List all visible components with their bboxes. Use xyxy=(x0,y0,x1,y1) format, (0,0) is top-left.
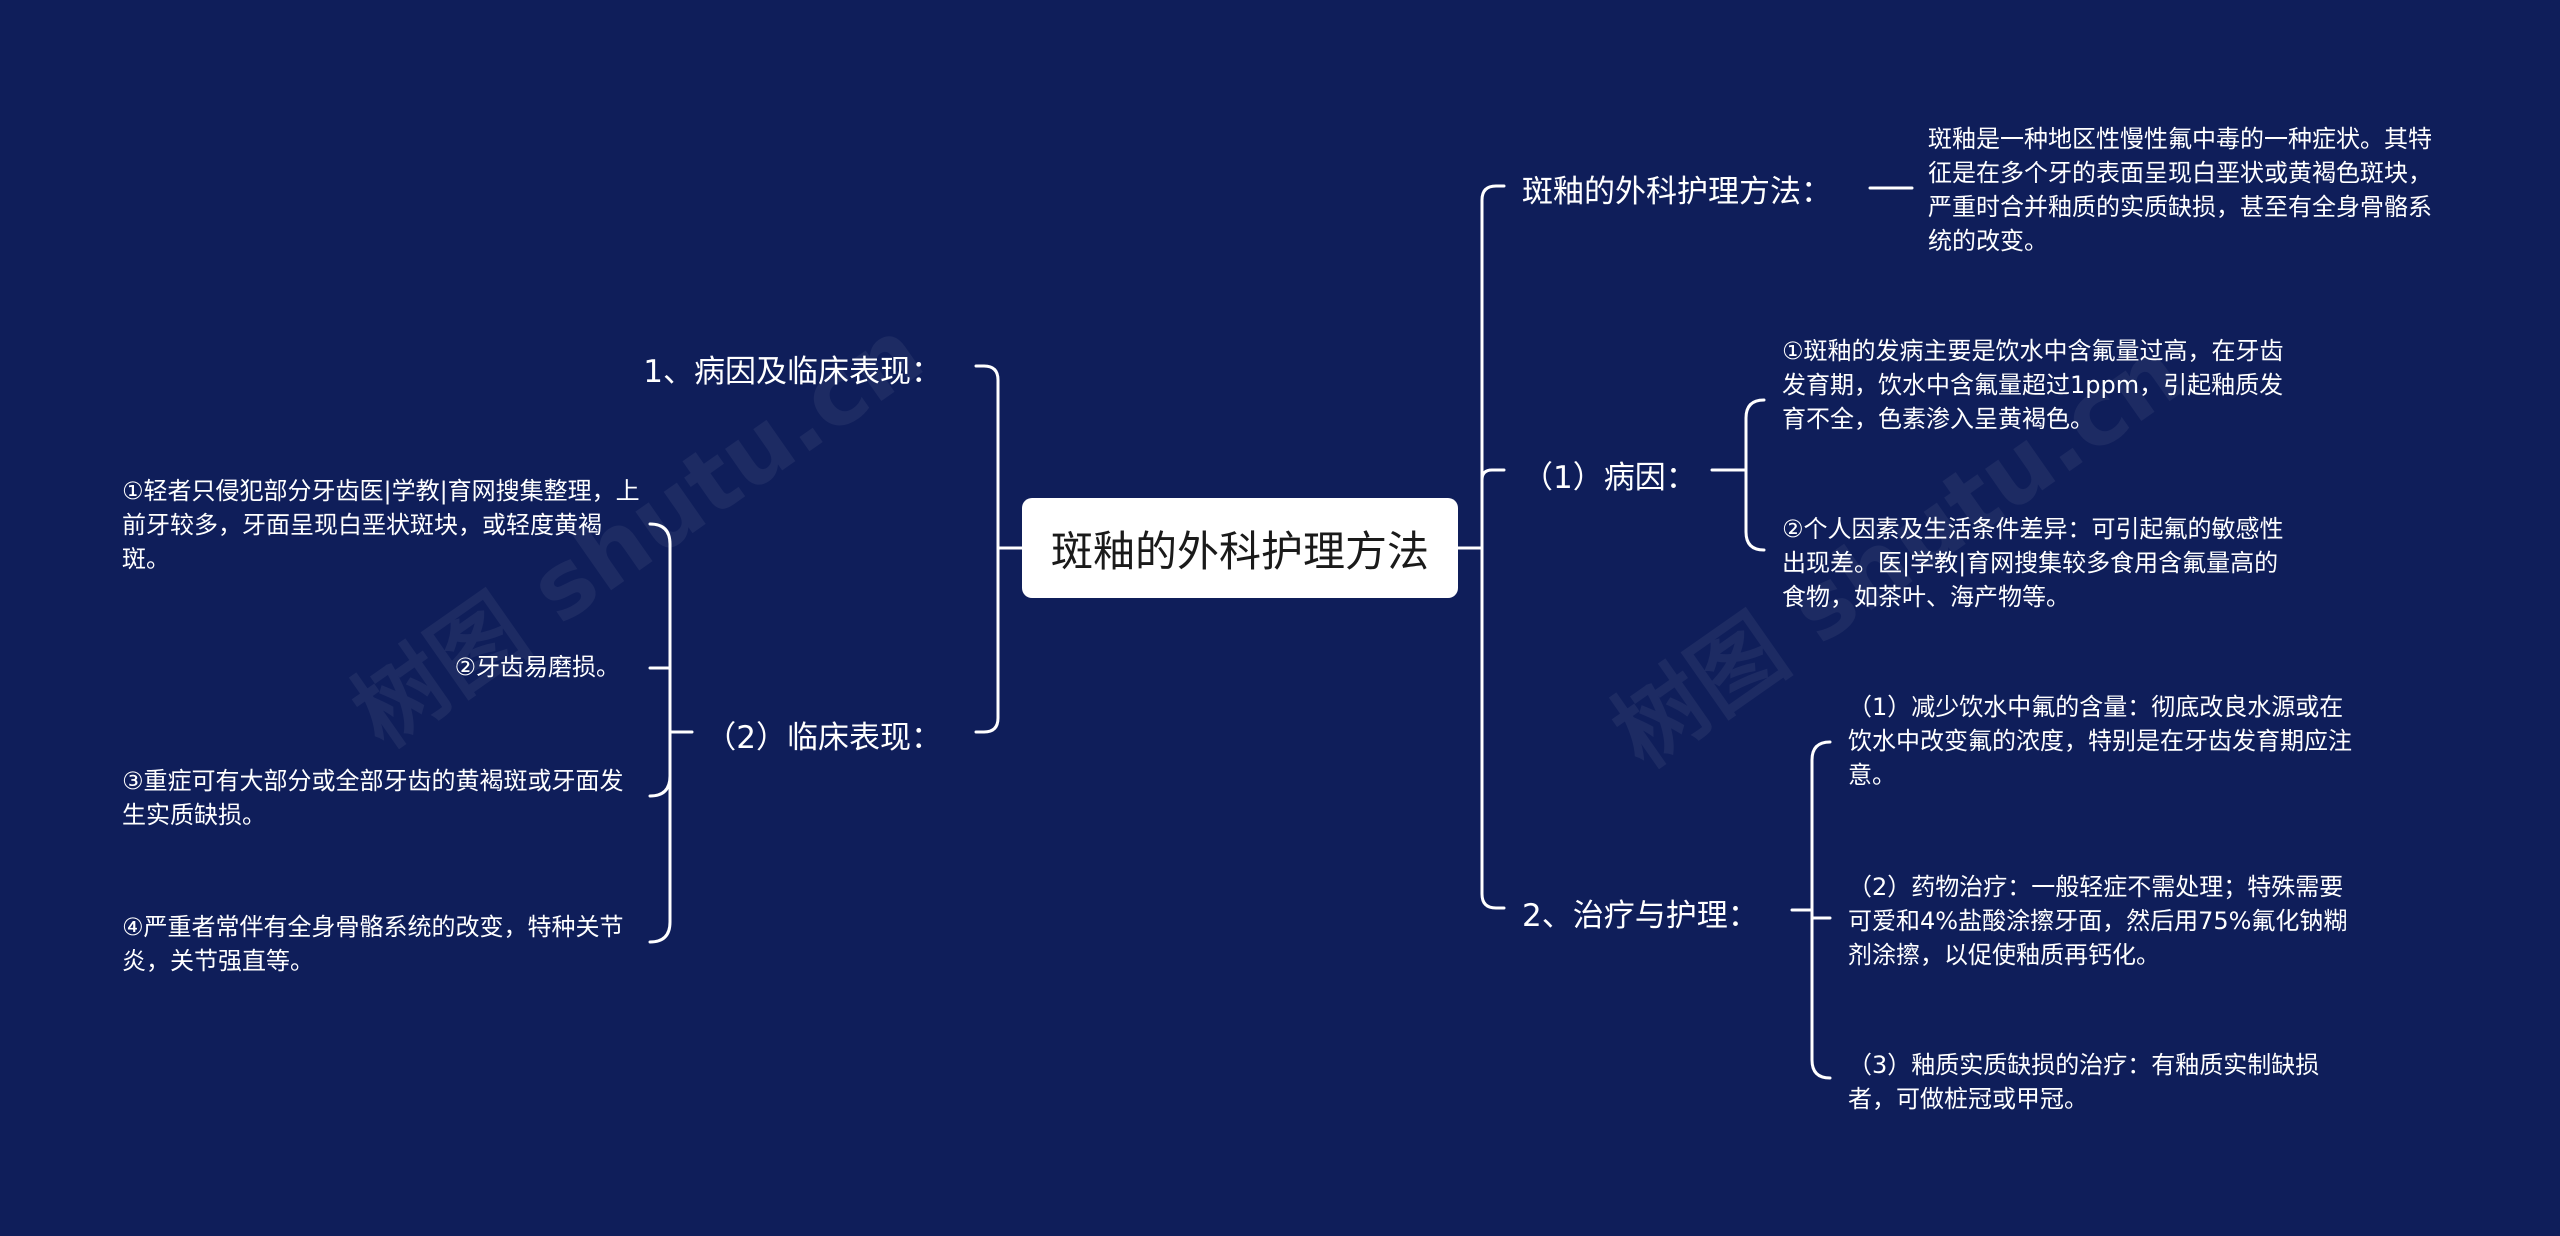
clinical-item-3: ③重症可有大部分或全部牙齿的黄褐斑或牙面发生实质缺损。 xyxy=(122,767,624,829)
connector-right-cause xyxy=(1480,468,1506,482)
clinical-item-2: ②牙齿易磨损。 xyxy=(454,653,620,681)
connector-treatment-branches xyxy=(1810,740,1832,1080)
section1-label[interactable]: 1、病因及临床表现： xyxy=(643,354,942,390)
clinical-label[interactable]: （2）临床表现： xyxy=(705,720,942,756)
root-title: 斑釉的外科护理方法 xyxy=(1050,526,1429,576)
connector-right-trunk-lower xyxy=(1480,546,1506,910)
treatment-item-1: （1）减少饮水中氟的含量：彻底改良水源或在饮水中改变氟的浓度，特别是在牙齿发育期… xyxy=(1848,693,2352,789)
root-node[interactable]: 斑釉的外科护理方法 xyxy=(1022,498,1458,598)
connector-left-trunk xyxy=(974,364,1000,550)
clinical-item-4: ④严重者常伴有全身骨骼系统的改变，特种关节炎，关节强直等。 xyxy=(122,913,624,975)
clinical-item-1: ①轻者只侵犯部分牙齿医|学教|育网搜集整理，上前牙较多，牙面呈现白垩状斑块，或轻… xyxy=(122,477,640,573)
treatment-label[interactable]: 2、治疗与护理： xyxy=(1522,898,1759,934)
treatment-item-3: （3）釉质实质缺损的治疗：有釉质实制缺损者，可做桩冠或甲冠。 xyxy=(1848,1051,2320,1113)
definition-text: 斑釉是一种地区性慢性氟中毒的一种症状。其特征是在多个牙的表面呈现白垩状或黄褐色斑… xyxy=(1928,125,2432,255)
cause-item-1: ①斑釉的发病主要是饮水中含氟量过高，在牙齿发育期，饮水中含氟量超过1ppm，引起… xyxy=(1782,337,2284,433)
connector-right-trunk xyxy=(1480,184,1506,550)
connector-cause-branches xyxy=(1744,398,1766,552)
connector-left-trunk-lower xyxy=(974,546,1000,734)
cause-label[interactable]: （1）病因： xyxy=(1522,460,1697,496)
treatment-item-2: （2）药物治疗：一般轻症不需处理；特殊需要可爱和4%盐酸涂擦牙面，然后用75%氟… xyxy=(1848,873,2348,969)
cause-item-2: ②个人因素及生活条件差异：可引起氟的敏感性出现差。医|学教|育网搜集较多食用含氟… xyxy=(1782,515,2284,611)
connector-clinical-branches xyxy=(648,522,672,944)
definition-label[interactable]: 斑釉的外科护理方法： xyxy=(1522,174,1832,210)
connector-clinical-item3 xyxy=(648,774,672,798)
